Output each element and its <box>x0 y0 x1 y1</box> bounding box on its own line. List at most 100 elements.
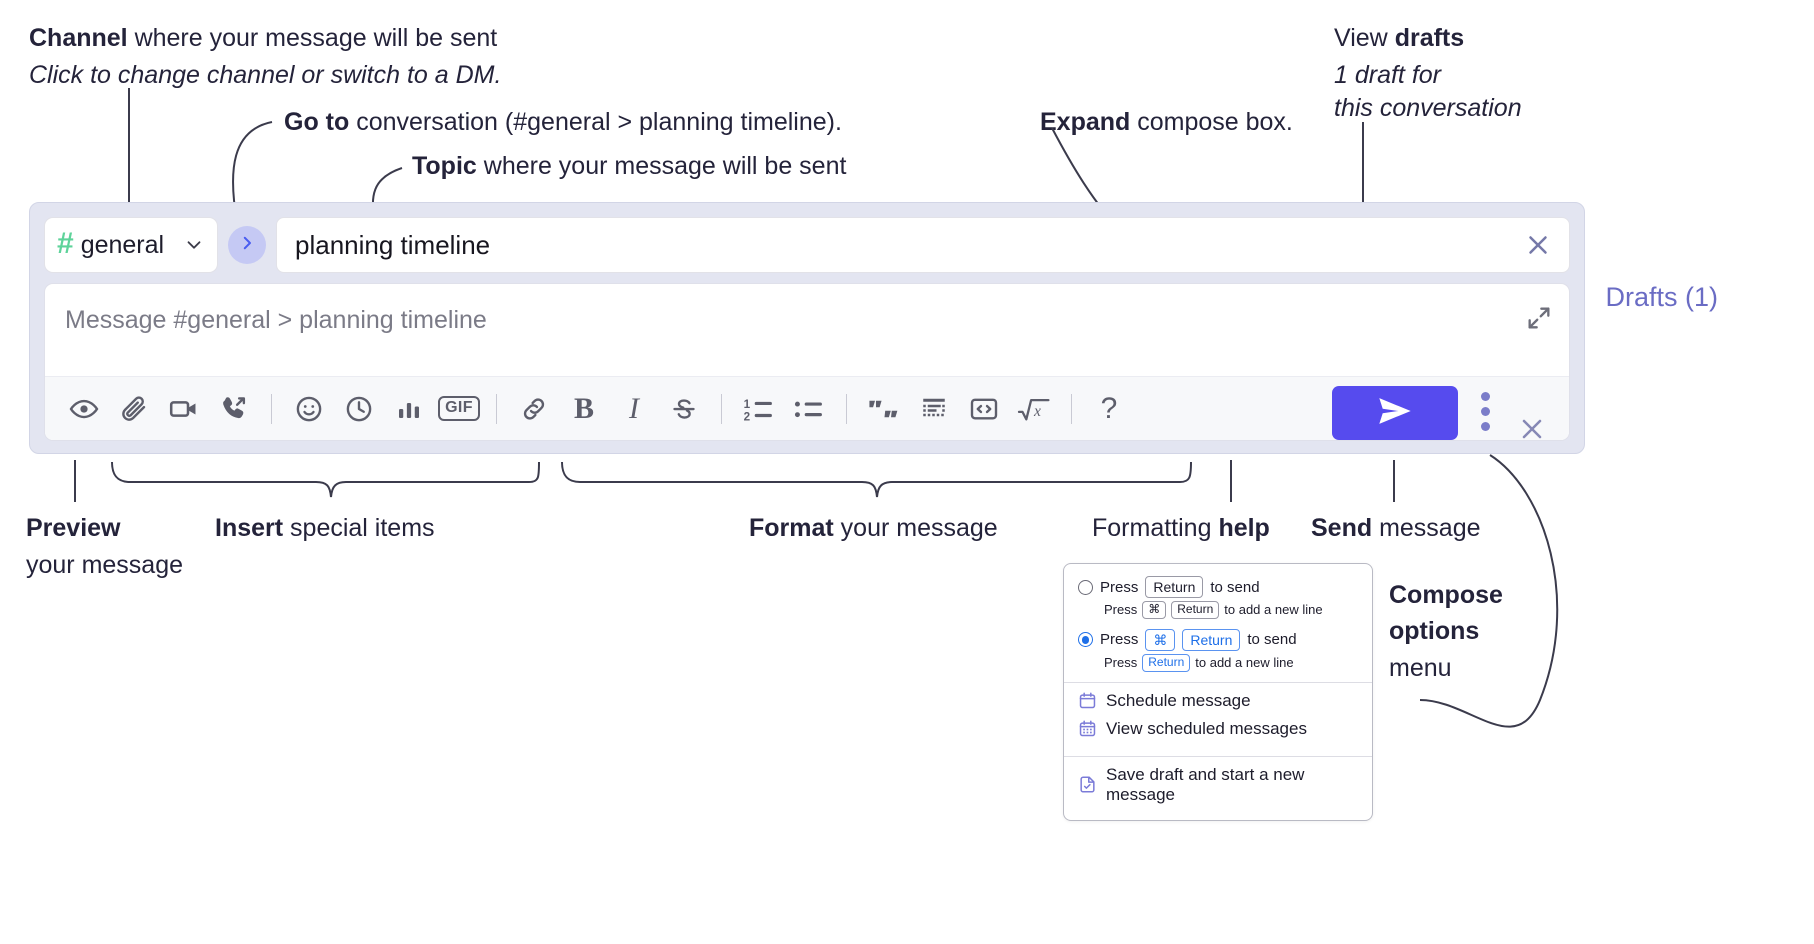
link-icon[interactable] <box>509 387 559 431</box>
compose-options-menu: Press Return to send Press ⌘ Return to a… <box>1063 563 1373 821</box>
key-return: Return <box>1142 653 1191 672</box>
kebab-dot <box>1481 392 1490 401</box>
toolbar-divider <box>496 393 497 424</box>
expand-arrows-icon[interactable] <box>1525 304 1553 337</box>
code-block-icon[interactable] <box>909 387 959 431</box>
annotation-send-rest: message <box>1372 514 1481 542</box>
eye-icon[interactable] <box>59 387 109 431</box>
question-mark-icon[interactable]: ? <box>1084 387 1134 431</box>
annotation-compose-rest: menu <box>1389 653 1452 682</box>
annotation-preview: Preview your message <box>26 512 183 582</box>
bulleted-list-icon[interactable] <box>784 387 834 431</box>
svg-text:2: 2 <box>744 410 751 423</box>
annotation-topic-rest: where your message will be sent <box>476 152 847 180</box>
radio-1-sub-pre: Press <box>1104 602 1138 618</box>
gif-icon[interactable]: GIF <box>434 387 484 431</box>
annotation-drafts-italic-1: 1 draft for <box>1334 61 1441 89</box>
annotation-topic: Topic where your message will be sent <box>412 150 846 183</box>
toolbar-divider <box>846 393 847 424</box>
hash-icon: # <box>57 227 74 260</box>
chevron-down-icon <box>183 234 205 256</box>
menu-radio-return-to-send[interactable]: Press Return to send <box>1064 574 1372 600</box>
bold-label: B <box>573 391 594 425</box>
menu-item-schedule-message[interactable]: Schedule message <box>1064 683 1372 719</box>
key-return: Return <box>1182 628 1241 651</box>
menu-item-label: Schedule message <box>1106 690 1251 710</box>
menu-item-view-scheduled[interactable]: View scheduled messages <box>1064 719 1372 747</box>
annotation-insert: Insert special items <box>215 512 435 545</box>
channel-name: general <box>80 230 165 259</box>
phone-forward-icon[interactable] <box>209 387 259 431</box>
send-button[interactable] <box>1332 386 1458 440</box>
compose-header-row: # general planning timeline <box>44 217 1570 273</box>
annotation-format-rest: your message <box>833 514 998 542</box>
compose-options-button[interactable] <box>1481 392 1490 431</box>
toolbar-divider <box>721 393 722 424</box>
annotation-send: Send message <box>1311 512 1481 545</box>
bar-chart-icon[interactable] <box>384 387 434 431</box>
annotation-channel: Channel where your message will be sent … <box>29 22 501 92</box>
italic-icon[interactable]: I <box>609 387 659 431</box>
strikethrough-icon[interactable] <box>659 387 709 431</box>
video-camera-icon[interactable] <box>159 387 209 431</box>
menu-divider <box>1064 755 1372 757</box>
menu-item-save-draft[interactable]: Save draft and start a new message <box>1064 757 1372 813</box>
clock-icon[interactable] <box>334 387 384 431</box>
annotation-goto-bold: Go to <box>284 108 350 136</box>
menu-radio-2-hint: Press Return to add a new line <box>1064 653 1372 673</box>
kebab-dot <box>1481 407 1490 416</box>
annotation-preview-bold: Preview <box>26 514 121 542</box>
close-compose-icon[interactable] <box>1516 413 1548 450</box>
annotation-format: Format your message <box>749 512 998 545</box>
toolbar-divider <box>1071 393 1072 424</box>
annotation-preview-rest: your message <box>26 551 184 579</box>
document-check-icon <box>1078 775 1097 794</box>
annotation-goto: Go to conversation (#general > planning … <box>284 106 842 139</box>
bold-icon[interactable]: B <box>559 387 609 431</box>
radio-selected-icon <box>1078 632 1093 648</box>
annotation-expand: Expand compose box. <box>1040 106 1293 139</box>
math-icon[interactable]: x <box>1009 387 1059 431</box>
topic-input[interactable]: planning timeline <box>276 217 1570 273</box>
annotation-compose-bold-1: Compose <box>1389 581 1503 609</box>
radio-1-post: to send <box>1210 578 1260 596</box>
annotation-channel-bold: Channel <box>29 24 128 52</box>
italic-label: I <box>629 391 639 425</box>
annotation-expand-rest: compose box. <box>1130 108 1293 136</box>
annotation-drafts-bold: drafts <box>1394 24 1465 52</box>
menu-radio-cmd-return-to-send[interactable]: Press ⌘ Return to send <box>1064 627 1372 653</box>
key-command: ⌘ <box>1142 601 1167 619</box>
topic-value: planning timeline <box>295 229 491 260</box>
close-icon[interactable] <box>1523 230 1553 260</box>
annotation-help: Formatting help <box>1092 512 1270 545</box>
help-label: ? <box>1100 391 1118 425</box>
radio-2-sub-pre: Press <box>1104 655 1138 671</box>
key-return: Return <box>1171 601 1220 619</box>
message-input-area[interactable]: Message #general > planning timeline <box>44 283 1570 441</box>
key-command: ⌘ <box>1145 628 1176 651</box>
drafts-link[interactable]: Drafts (1) <box>1605 282 1718 312</box>
key-return: Return <box>1145 576 1204 599</box>
channel-selector[interactable]: # general <box>44 217 218 273</box>
goto-conversation-button[interactable] <box>228 226 266 264</box>
menu-item-label: Save draft and start a new message <box>1106 764 1305 804</box>
annotation-format-bold: Format <box>749 514 834 542</box>
menu-bottom-padding <box>1064 813 1372 820</box>
blockquote-icon[interactable] <box>859 387 909 431</box>
emoji-smiley-icon[interactable] <box>284 387 334 431</box>
code-inline-icon[interactable] <box>959 387 1009 431</box>
annotation-drafts-lead: View <box>1334 24 1395 52</box>
annotation-insert-bold: Insert <box>215 514 284 542</box>
annotation-insert-rest: special items <box>283 514 435 542</box>
svg-text:x: x <box>1033 403 1041 420</box>
annotation-expand-bold: Expand <box>1040 108 1131 136</box>
calendar-grid-icon <box>1078 719 1097 738</box>
calendar-icon <box>1078 691 1097 710</box>
annotation-drafts-italic-2: this conversation <box>1334 94 1522 122</box>
annotation-channel-italic: Click to change channel or switch to a D… <box>29 61 502 89</box>
radio-1-pre: Press <box>1100 578 1139 596</box>
paperclip-icon[interactable] <box>109 387 159 431</box>
